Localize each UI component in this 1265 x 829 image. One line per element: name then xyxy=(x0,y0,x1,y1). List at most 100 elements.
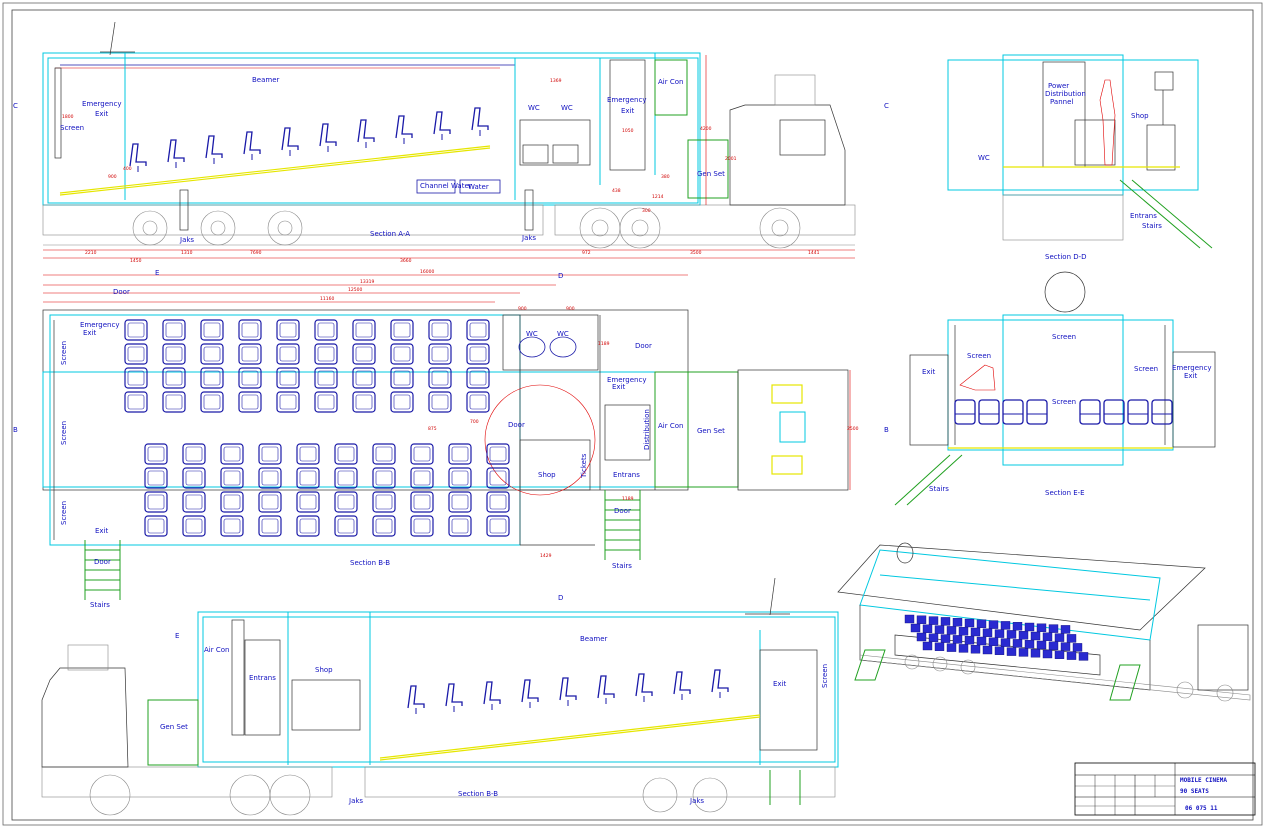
plan-stairs-right-label: Stairs xyxy=(612,562,632,570)
dimension-value: 380 xyxy=(661,174,670,180)
seat-plan-symbol xyxy=(448,443,472,465)
seat-plan-symbol xyxy=(314,343,338,365)
bb-genset-label: Gen Set xyxy=(160,723,188,731)
seat-plan-symbol xyxy=(162,319,186,341)
seat-plan-symbol xyxy=(448,467,472,489)
isometric-seats xyxy=(904,614,1089,661)
seat-iso-symbol xyxy=(1042,649,1053,659)
seat-side-symbol xyxy=(319,123,337,152)
seat-plan-symbol xyxy=(162,343,186,365)
seat-iso-symbol xyxy=(964,618,975,628)
dd-power-label: Power xyxy=(1048,82,1069,90)
dd-section-label: Section D-D xyxy=(1045,253,1087,261)
seat-iso-symbol xyxy=(1048,624,1059,633)
marker-e-bottom: E xyxy=(175,632,179,640)
seat-iso-symbol xyxy=(964,636,975,645)
seat-plan-symbol xyxy=(334,443,358,465)
seat-iso-symbol xyxy=(1018,648,1029,657)
seat-iso-symbol xyxy=(1030,631,1041,641)
seat-plan-symbol xyxy=(238,343,262,365)
aa-genset-label: Gen Set xyxy=(697,170,725,178)
seat-plan-symbol xyxy=(410,491,434,513)
dimension-value: 16000 xyxy=(420,269,434,275)
dimension-value: 438 xyxy=(612,188,621,194)
seat-iso-symbol xyxy=(1006,647,1017,656)
aa-beamer-label: Beamer xyxy=(252,76,280,84)
plan-exit-top-label: Exit xyxy=(83,329,97,337)
seat-plan-symbol xyxy=(410,515,434,537)
seat-plan-symbol xyxy=(486,491,510,513)
seat-plan-symbol xyxy=(428,391,452,413)
dimension-value: 1189 xyxy=(622,496,634,502)
dimension-value: 1450 xyxy=(130,258,142,264)
aa-emergency-label: Emergency xyxy=(82,100,121,108)
plan-shop-label: Shop xyxy=(538,471,556,479)
seat-side-symbol xyxy=(129,143,147,172)
seat-iso-symbol xyxy=(994,646,1005,655)
plan-emergency-label: Emergency xyxy=(80,321,119,329)
plan-door-top-label: Door xyxy=(113,288,130,296)
seat-plan-symbol xyxy=(448,491,472,513)
aa-emergency2-label: Emergency xyxy=(607,96,646,104)
seat-plan-symbol xyxy=(296,515,320,537)
seat-iso-symbol xyxy=(1066,634,1077,643)
seat-iso-symbol xyxy=(1030,649,1041,658)
seat-plan-symbol xyxy=(390,343,414,365)
dimension-value: 3500 xyxy=(690,250,702,256)
seat-iso-symbol xyxy=(1048,641,1059,650)
seat-side-symbol xyxy=(471,107,489,136)
dimension-value: 1214 xyxy=(652,194,664,200)
ee-screen-top-label: Screen xyxy=(1052,333,1076,341)
section-dd xyxy=(947,54,1213,249)
seat-plan-symbol xyxy=(296,443,320,465)
seat-iso-symbol xyxy=(1000,638,1011,647)
dimension-value: 1800 xyxy=(62,114,74,120)
dd-entrans-stairs-label: Entrans xyxy=(1130,212,1157,220)
seat-plan-symbol xyxy=(352,367,376,389)
seat-plan-symbol xyxy=(258,443,282,465)
aa-section-label: Section A-A xyxy=(370,230,410,238)
seat-plan-symbol xyxy=(276,391,300,413)
dd-shop-label: Shop xyxy=(1131,112,1149,120)
seat-plan-symbol xyxy=(410,467,434,489)
seat-side-symbol xyxy=(445,683,463,712)
seat-plan-symbol xyxy=(200,367,224,389)
seat-plan-symbol xyxy=(296,491,320,513)
bb-exit-label: Exit xyxy=(773,680,787,688)
aa-aircon-label: Air Con xyxy=(658,78,683,86)
dimension-value: 2210 xyxy=(85,250,97,256)
title-block xyxy=(1074,762,1256,816)
seat-front-symbol xyxy=(1026,399,1048,425)
seat-iso-symbol xyxy=(1042,632,1053,641)
marker-c-left: C xyxy=(13,102,18,110)
plan-screen-c-label: Screen xyxy=(60,501,68,525)
ee-exit-label: Exit xyxy=(922,368,936,376)
aa-jaks-right-label: Jaks xyxy=(521,234,536,242)
seat-front-symbol xyxy=(1002,399,1024,425)
seat-iso-symbol xyxy=(1054,650,1065,659)
aa-wc-left-label: WC xyxy=(528,104,540,112)
bb-jaks-left-label: Jaks xyxy=(348,797,363,805)
seat-plan-symbol xyxy=(352,391,376,413)
marker-d-bottom: D xyxy=(558,594,563,602)
seat-plan-symbol xyxy=(220,491,244,513)
isometric-view xyxy=(837,542,1251,702)
seat-plan-symbol xyxy=(372,515,396,537)
dimension-value: 4200 xyxy=(700,126,712,132)
seat-plan-symbol xyxy=(182,515,206,537)
seat-plan-symbol xyxy=(258,491,282,513)
plan-seats xyxy=(124,319,510,537)
seat-iso-symbol xyxy=(976,619,987,628)
dd-stairs-label: Stairs xyxy=(1142,222,1162,230)
marker-b-right: B xyxy=(884,426,889,434)
seat-iso-symbol xyxy=(1024,640,1035,649)
dimension-value: 2500 xyxy=(847,426,859,432)
dimension-value: 875 xyxy=(428,426,437,432)
seat-iso-symbol xyxy=(1018,631,1029,640)
seat-iso-symbol xyxy=(922,641,933,651)
bb-beamer-label: Beamer xyxy=(580,635,608,643)
dimension-value: 12500 xyxy=(348,287,362,293)
